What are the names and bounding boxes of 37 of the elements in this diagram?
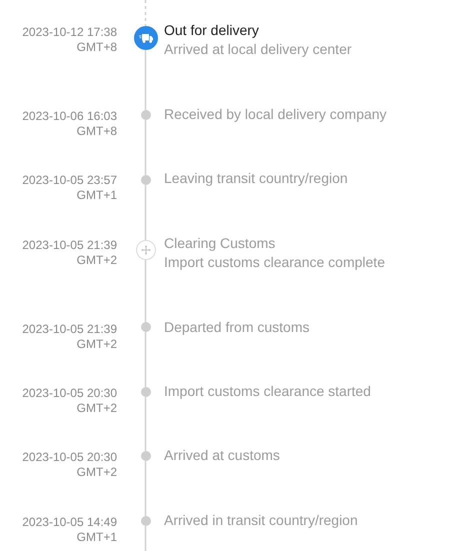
date-time-text: 2023-10-05 21:39 (22, 322, 117, 337)
status-text: Import customs clearance started (164, 382, 371, 401)
status-text: Clearing Customs (164, 234, 276, 253)
timezone-text: GMT+1 (76, 188, 117, 203)
timezone-text: GMT+2 (76, 401, 117, 416)
status-text: Departed from customs (164, 318, 310, 337)
date-time-text: 2023-10-06 16:03 (22, 109, 117, 124)
timeline-line (144, 260, 146, 322)
date-time-text: 2023-10-05 23:57 (22, 173, 117, 188)
timeline-line (144, 332, 146, 387)
date-time-text: 2023-10-12 17:38 (22, 25, 117, 40)
timeline-line (144, 120, 146, 175)
status-marker (136, 240, 156, 260)
status-text: Out for delivery (164, 21, 259, 40)
timezone-text: GMT+1 (76, 530, 117, 545)
status-text: Arrived in transit country/region (164, 511, 358, 530)
timeline-line (144, 526, 146, 551)
date-time-text: 2023-10-05 14:49 (22, 515, 117, 530)
status-marker (134, 26, 158, 50)
timezone-text: GMT+8 (76, 40, 117, 55)
timeline-line (144, 397, 146, 451)
date-time-text: 2023-10-05 21:39 (22, 238, 117, 253)
status-detail-text: Import customs clearance complete (164, 253, 385, 272)
timezone-text: GMT+8 (76, 124, 117, 139)
timeline-line (144, 50, 146, 110)
dashed-timeline-line (144, 0, 146, 26)
status-text: Arrived at customs (164, 446, 280, 465)
timezone-text: GMT+2 (76, 253, 117, 268)
timeline-line (144, 185, 146, 240)
status-detail-text: Arrived at local delivery center (164, 40, 352, 59)
timezone-text: GMT+2 (76, 337, 117, 352)
status-text: Leaving transit country/region (164, 169, 348, 188)
status-text: Received by local delivery company (164, 105, 387, 124)
timezone-text: GMT+2 (76, 465, 117, 480)
timeline-line (144, 461, 146, 516)
date-time-text: 2023-10-05 20:30 (22, 386, 117, 401)
date-time-text: 2023-10-05 20:30 (22, 450, 117, 465)
